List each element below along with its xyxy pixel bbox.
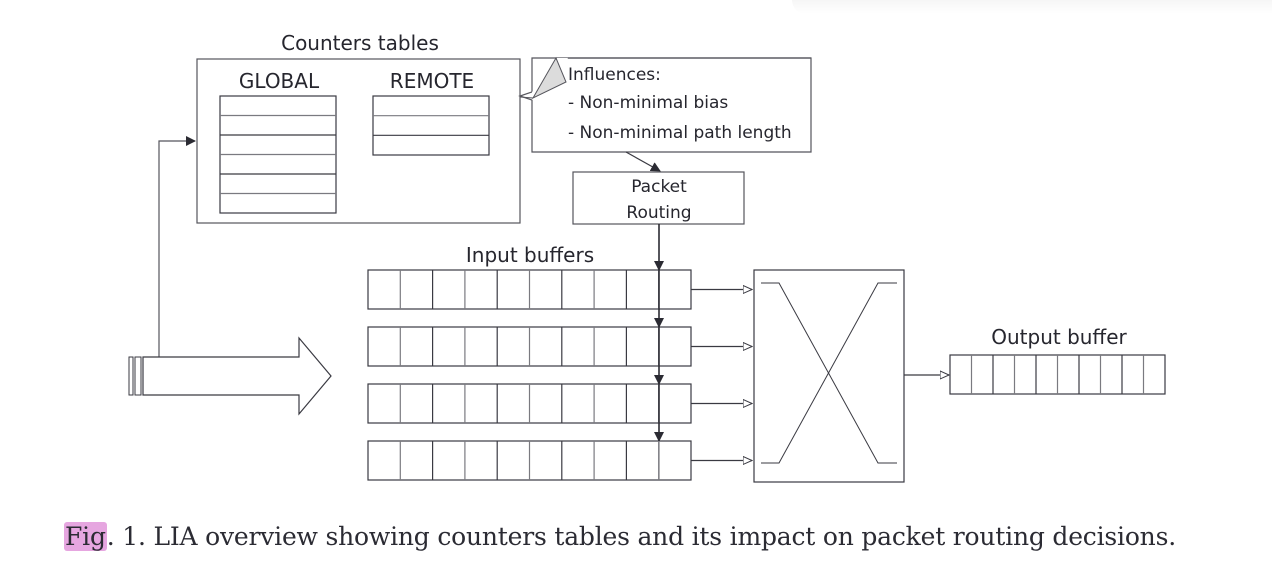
remote-table-frame — [372, 95, 490, 156]
input-buffer — [367, 383, 752, 424]
influence-arrow — [625, 151, 661, 172]
callout-item-path-length: - Non-minimal path length — [568, 123, 792, 143]
remote-table — [372, 95, 490, 156]
crossbar-switch — [753, 269, 905, 483]
input-buffers-title: Input buffers — [466, 243, 594, 267]
callout-title: Influences: — [568, 65, 661, 85]
incoming-packets-arrow — [128, 336, 332, 416]
remote-table-title: REMOTE — [390, 69, 474, 93]
page-shadow — [792, 0, 1272, 14]
input-buffers — [367, 269, 752, 481]
output-buffer — [949, 354, 1166, 395]
figure-caption: Fig. 1. LIA overview showing counters ta… — [64, 522, 1176, 551]
influences-callout: Influences: - Non-minimal bias - Non-min… — [518, 56, 812, 153]
packet-routing-line1: Packet — [631, 177, 687, 197]
global-table-title: GLOBAL — [239, 69, 320, 93]
callout-item-bias: - Non-minimal bias — [568, 93, 728, 113]
counters-tables-title: Counters tables — [281, 31, 439, 55]
lia-diagram: Counters tables GLOBAL REMOTE Influences… — [128, 31, 1166, 483]
input-buffer — [367, 440, 752, 481]
fig-highlight: Fig — [64, 522, 107, 551]
caption-text: . 1. LIA overview showing counters table… — [106, 522, 1176, 551]
output-buffer-title: Output buffer — [991, 325, 1127, 349]
input-buffer — [367, 326, 752, 367]
global-table — [219, 95, 337, 214]
packet-routing-line2: Routing — [626, 203, 691, 223]
counter-update-arrow — [158, 136, 196, 357]
input-buffer — [367, 269, 752, 310]
